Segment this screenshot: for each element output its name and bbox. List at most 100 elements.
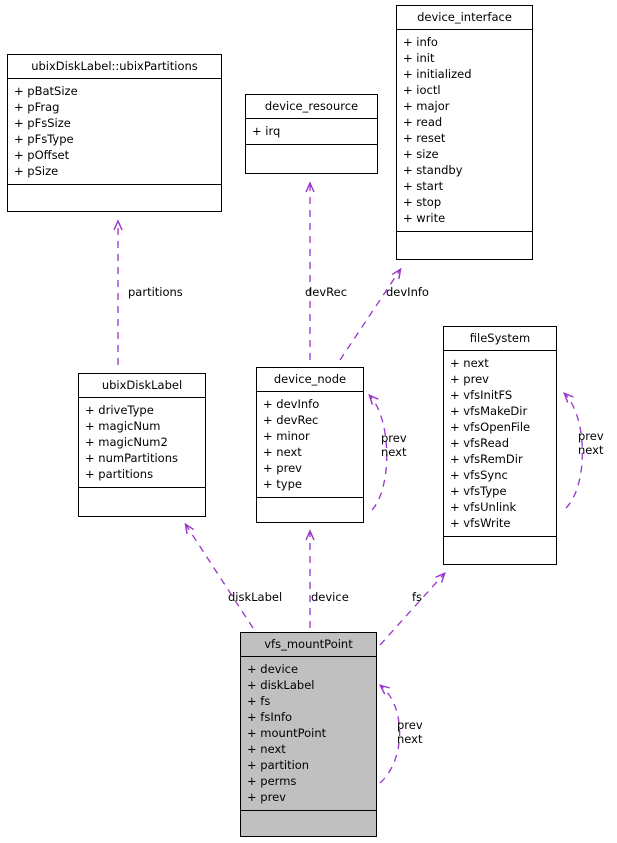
class-operations-vfs-mountpoint	[241, 811, 376, 833]
attribute-item: + standby	[403, 163, 463, 177]
attribute-item: + init	[403, 51, 435, 65]
attribute-item: + irq	[252, 124, 281, 138]
attribute-item: + next	[450, 356, 489, 370]
attribute-item: + initialized	[403, 67, 472, 81]
attribute-item: + vfsUnlink	[450, 500, 517, 514]
class-title-device-interface: device_interface	[397, 6, 532, 30]
attribute-item: + pOffset	[14, 148, 70, 162]
class-operations-ubixdisklabel	[79, 488, 205, 510]
class-attributes-ubixpartitions: + pBatSize + pFrag + pFsSize + pFsType +…	[8, 79, 221, 185]
edge-label-device: device	[311, 590, 349, 604]
class-attributes-device-resource: + irq	[246, 119, 377, 145]
class-operations-filesystem	[444, 537, 556, 559]
attribute-item: + magicNum	[85, 419, 161, 433]
attribute-item: + size	[403, 147, 439, 161]
class-box-ubixdisklabel[interactable]: ubixDiskLabel + driveType + magicNum + m…	[78, 373, 206, 517]
class-operations-device-node	[257, 498, 363, 520]
attribute-item: + prev	[247, 790, 286, 804]
edge-label-line: devInfo	[386, 285, 429, 299]
class-attributes-filesystem: + next + prev + vfsInitFS + vfsMakeDir +…	[444, 351, 556, 537]
attribute-item: + perms	[247, 774, 297, 788]
attribute-item: + write	[403, 211, 446, 225]
attribute-item: + vfsInitFS	[450, 388, 513, 402]
attribute-item: + next	[247, 742, 286, 756]
edge-label-line: next	[578, 443, 604, 457]
class-operations-ubixpartitions	[8, 185, 221, 207]
edge-label-line: prev	[397, 718, 423, 732]
attribute-item: + next	[263, 445, 302, 459]
attribute-item: + mountPoint	[247, 726, 327, 740]
edge-devinfo	[339, 267, 402, 361]
edge-label-line: prev	[578, 429, 604, 443]
edge-label-line: device	[311, 590, 349, 604]
attribute-item: + ioctl	[403, 83, 441, 97]
attribute-item: + stop	[403, 195, 442, 209]
class-box-ubixpartitions[interactable]: ubixDiskLabel::ubixPartitions + pBatSize…	[7, 54, 222, 212]
class-box-device-node[interactable]: device_node + devInfo + devRec + minor +…	[256, 367, 364, 523]
attribute-item: + magicNum2	[85, 435, 168, 449]
attribute-item: + fs	[247, 694, 271, 708]
edge-label-devinfo: devInfo	[386, 285, 429, 299]
attribute-item: + pFrag	[14, 100, 60, 114]
attribute-item: + major	[403, 99, 450, 113]
edge-label-devicenode-prev-next: prev next	[381, 431, 407, 459]
class-title-ubixpartitions: ubixDiskLabel::ubixPartitions	[8, 55, 221, 79]
class-operations-device-interface	[397, 232, 532, 254]
attribute-item: + devRec	[263, 413, 319, 427]
class-title-vfs-mountpoint: vfs_mountPoint	[241, 633, 376, 657]
edge-label-line: fs	[412, 590, 423, 604]
edge-label-line: partitions	[128, 285, 183, 299]
attribute-item: + pFsType	[14, 132, 74, 146]
class-attributes-device-interface: + info + init + initialized + ioctl + ma…	[397, 30, 532, 232]
class-title-device-resource: device_resource	[246, 95, 377, 119]
edge-disklabel	[184, 522, 254, 629]
attribute-item: + diskLabel	[247, 678, 315, 692]
attribute-item: + driveType	[85, 403, 154, 417]
class-attributes-vfs-mountpoint: + device + diskLabel + fs + fsInfo + mou…	[241, 657, 376, 811]
edge-label-line: prev	[381, 431, 407, 445]
edge-label-devrec: devRec	[305, 285, 347, 299]
attribute-item: + read	[403, 115, 443, 129]
attribute-item: + vfsWrite	[450, 516, 511, 530]
edge-label-fs: fs	[412, 590, 422, 604]
edge-fs	[379, 571, 446, 646]
attribute-item: + vfsType	[450, 484, 507, 498]
attribute-item: + vfsSync	[450, 468, 508, 482]
attribute-item: + minor	[263, 429, 310, 443]
attribute-item: + partitions	[85, 467, 154, 481]
class-title-ubixdisklabel: ubixDiskLabel	[79, 374, 205, 398]
attribute-item: + device	[247, 662, 299, 676]
attribute-item: + info	[403, 35, 438, 49]
attribute-item: + vfsMakeDir	[450, 404, 528, 418]
class-title-filesystem: fileSystem	[444, 327, 556, 351]
attribute-item: + pSize	[14, 164, 59, 178]
attribute-item: + numPartitions	[85, 451, 178, 465]
edge-label-line: next	[397, 732, 423, 746]
attribute-item: + partition	[247, 758, 310, 772]
attribute-item: + reset	[403, 131, 446, 145]
edge-label-line: diskLabel	[228, 590, 283, 604]
edge-label-mountpoint-prev-next: prev next	[397, 718, 423, 746]
class-title-device-node: device_node	[257, 368, 363, 392]
class-box-device-resource[interactable]: device_resource + irq	[245, 94, 378, 174]
class-box-device-interface[interactable]: device_interface + info + init + initial…	[396, 5, 533, 260]
attribute-item: + vfsRemDir	[450, 452, 523, 466]
edge-label-line: next	[381, 445, 407, 459]
class-attributes-ubixdisklabel: + driveType + magicNum + magicNum2 + num…	[79, 398, 205, 488]
attribute-item: + start	[403, 179, 444, 193]
attribute-item: + vfsRead	[450, 436, 510, 450]
attribute-item: + pFsSize	[14, 116, 71, 130]
attribute-item: + pBatSize	[14, 84, 78, 98]
class-box-vfs-mountpoint[interactable]: vfs_mountPoint + device + diskLabel + fs…	[240, 632, 377, 837]
edge-label-filesystem-prev-next: prev next	[578, 429, 604, 457]
edge-label-partitions: partitions	[128, 285, 183, 299]
attribute-item: + vfsOpenFile	[450, 420, 531, 434]
attribute-item: + type	[263, 477, 302, 491]
attribute-item: + prev	[263, 461, 302, 475]
attribute-item: + prev	[450, 372, 489, 386]
class-box-filesystem[interactable]: fileSystem + next + prev + vfsInitFS + v…	[443, 326, 557, 565]
attribute-item: + devInfo	[263, 397, 320, 411]
class-attributes-device-node: + devInfo + devRec + minor + next + prev…	[257, 392, 363, 498]
edge-label-disklabel: diskLabel	[228, 590, 282, 604]
